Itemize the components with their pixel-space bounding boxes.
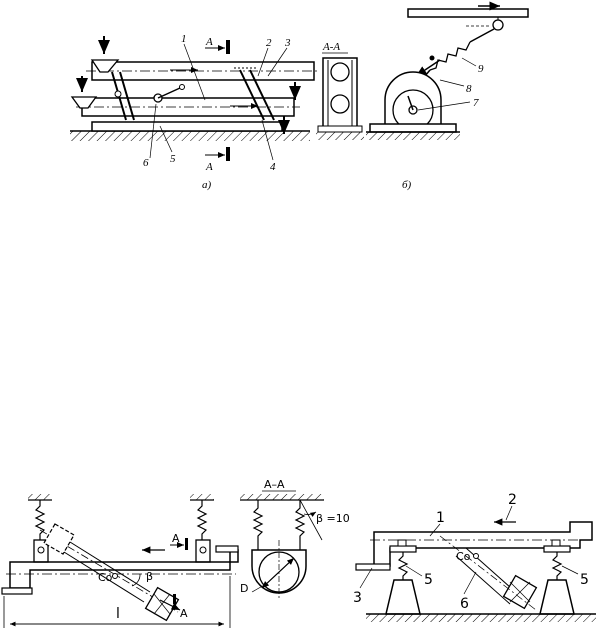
- part-label-9: 9: [478, 63, 484, 75]
- spring-9: [429, 41, 471, 71]
- part-label-2: 2: [266, 37, 272, 49]
- section-aa-title: A-A: [322, 41, 340, 53]
- bm-angle-label: β =10: [316, 512, 350, 525]
- br-part-3: 3: [353, 590, 362, 606]
- bl-length-label: l: [116, 606, 120, 622]
- bm-diameter-label: D: [240, 582, 248, 595]
- bl-section-marker: A: [172, 532, 180, 545]
- pedestal-right: [539, 579, 575, 615]
- figure-a: A A 1 2 3 4 5 6 a): [70, 33, 318, 191]
- br-part-6: 6: [460, 596, 469, 612]
- base-frame: [91, 121, 283, 132]
- bottom-middle-diagram: A–A D β =10: [240, 478, 350, 600]
- bl-section-marker-lower: A: [180, 607, 188, 620]
- caption-b: б): [402, 179, 412, 191]
- br-part-2: 2: [508, 492, 517, 508]
- part-label-3: 3: [284, 37, 291, 49]
- part-label-1: 1: [181, 33, 187, 45]
- section-marker-top: A: [205, 36, 213, 48]
- caption-a: a): [202, 179, 212, 191]
- bottom-right-diagram: Co 1 2 3 5 6 5: [353, 492, 596, 622]
- top-beam: [407, 8, 529, 18]
- part-label-6: 6: [143, 157, 149, 169]
- lower-hopper: [70, 96, 98, 109]
- part-label-8: 8: [466, 83, 472, 95]
- figure-b: 9 8 7 б): [366, 1, 529, 191]
- bm-title: A–A: [264, 478, 285, 491]
- part-label-5: 5: [170, 153, 176, 165]
- br-part-1: 1: [436, 510, 445, 526]
- pedestal-left: [385, 579, 421, 615]
- upper-hopper: [90, 59, 120, 73]
- part-label-7: 7: [473, 97, 479, 109]
- br-part-5-right: 5: [580, 572, 589, 588]
- section-aa-top: A-A: [316, 41, 364, 140]
- ground-hatch-a: [70, 131, 310, 141]
- bottom-left-diagram: A A Co β l: [1, 494, 239, 628]
- part-label-4: 4: [270, 161, 276, 173]
- bl-center-label: Co: [98, 571, 113, 584]
- br-part-5-left: 5: [424, 572, 433, 588]
- br-center-label: Co: [456, 550, 471, 563]
- section-marker-bottom: A: [205, 161, 213, 173]
- bl-angle-label: β: [146, 570, 153, 583]
